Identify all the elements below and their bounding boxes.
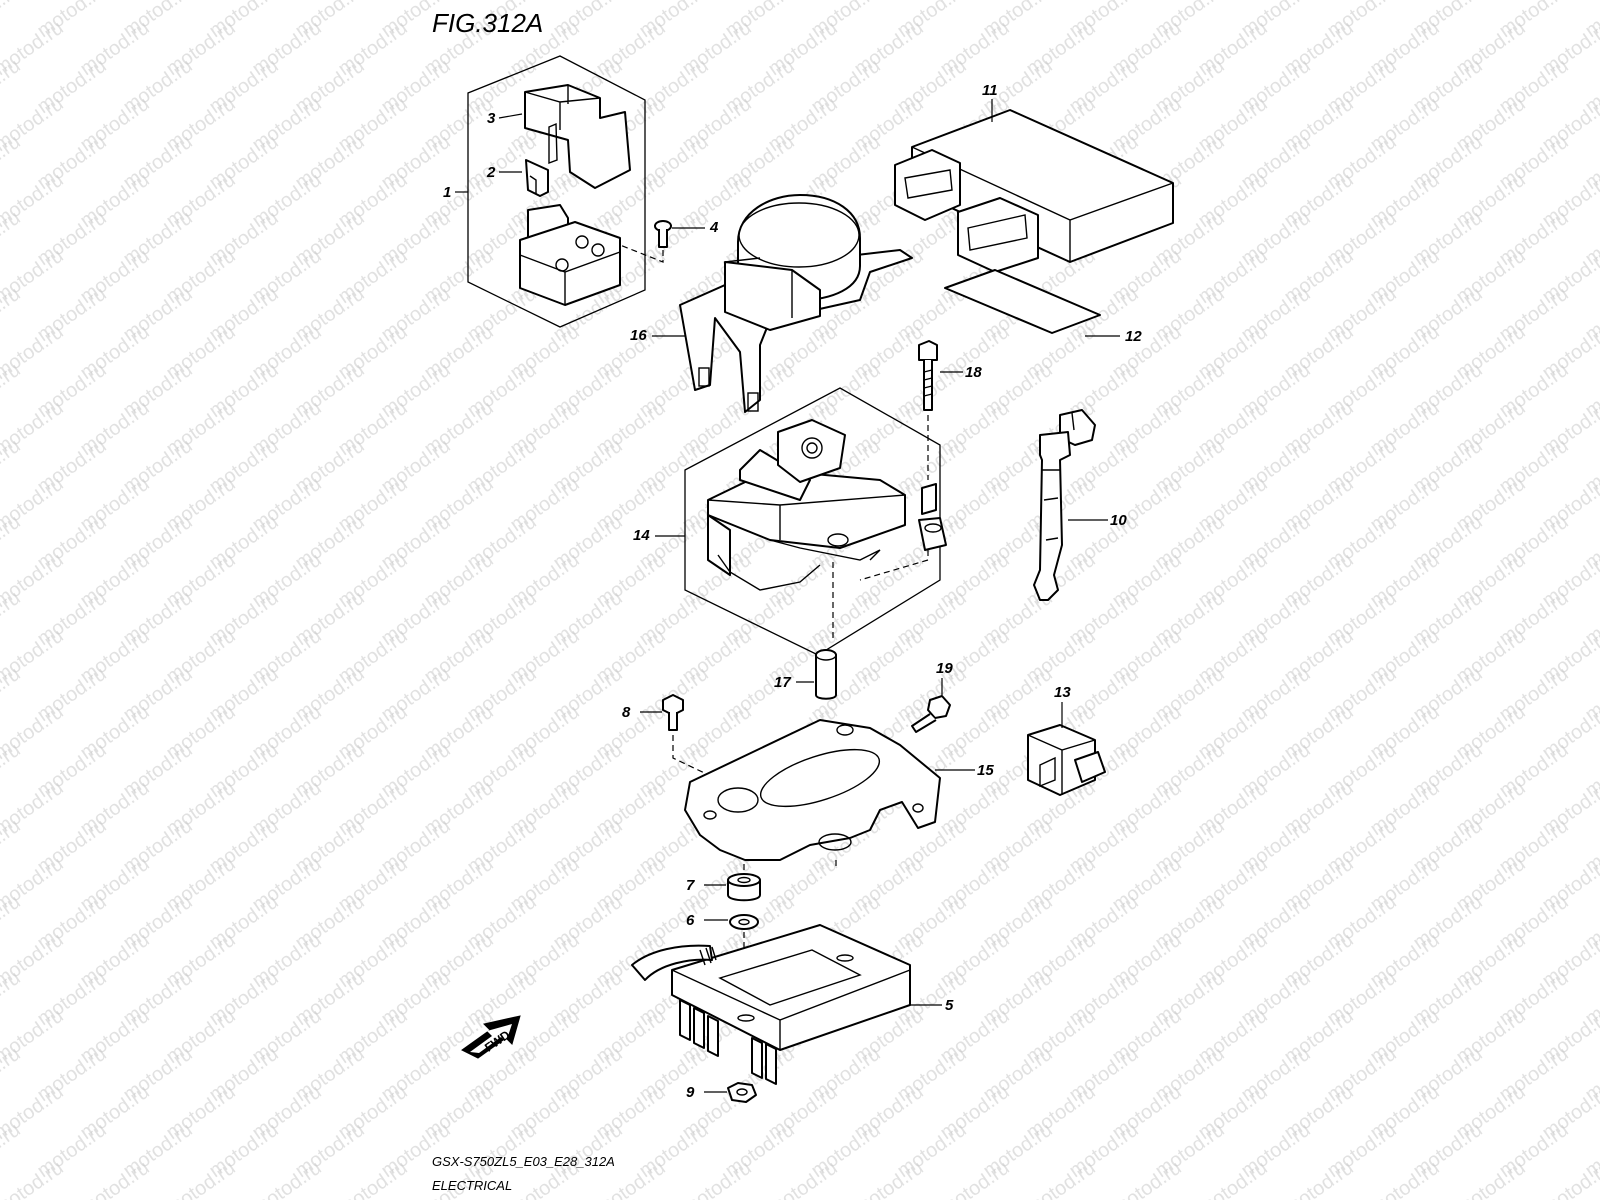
callout-label-14: 14 — [633, 527, 650, 544]
callout-label-3: 3 — [487, 110, 496, 127]
part-12-pad: 12 — [944, 269, 1142, 345]
part-8-bolt: 8 — [622, 694, 741, 791]
callout-label-2: 2 — [486, 164, 496, 181]
watermark-text: motod.ru — [162, 1157, 239, 1200]
section-title: ELECTRICAL — [432, 1178, 512, 1193]
callout-label-7: 7 — [686, 877, 695, 894]
part-5-regulator-rectifier: 5 — [631, 924, 954, 1085]
part-13-sensor-connector: 13 — [1027, 684, 1106, 796]
callout-label-17: 17 — [774, 674, 791, 691]
part-group-14: 14 — [633, 387, 947, 656]
callout-label-1: 1 — [443, 184, 451, 201]
part-17-spacer: 17 — [774, 649, 837, 700]
watermark-text: motod.ru — [936, 1157, 1013, 1200]
part-19-bolt: 19 — [911, 660, 953, 733]
part-4-screw: 4 — [619, 219, 719, 263]
watermark-text: motod.ru — [248, 1157, 325, 1200]
callout-label-6: 6 — [686, 912, 695, 929]
callout-label-8: 8 — [622, 704, 631, 721]
group-outline-1 — [467, 55, 646, 328]
watermark-text: motod.ru — [0, 1195, 25, 1200]
callout-label-13: 13 — [1054, 684, 1071, 701]
part-group-1: 1 2 3 — [443, 55, 646, 328]
part-2-fuse — [525, 159, 549, 197]
part-15-bracket: 15 — [684, 719, 994, 861]
callout-label-15: 15 — [977, 762, 994, 779]
watermark-text: motod.ru — [76, 1157, 153, 1200]
watermark-text: motod.ru — [334, 1157, 411, 1200]
watermark-text: motod.ru — [1108, 1157, 1185, 1200]
callout-label-16: 16 — [630, 327, 647, 344]
callout-label-19: 19 — [936, 660, 953, 677]
watermark-text: motod.ru — [1022, 1157, 1099, 1200]
callout-label-9: 9 — [686, 1084, 695, 1101]
watermark-text: motod.ru — [1280, 1157, 1357, 1200]
watermark-text: motod.ru — [1194, 1157, 1271, 1200]
part-16-ecm-holder: 16 — [630, 194, 913, 413]
part-11-ecm: 11 — [894, 82, 1174, 273]
callout-label-4: 4 — [709, 219, 719, 236]
watermark-text: motod.ru — [1366, 1157, 1443, 1200]
watermark-text: motod.ru — [764, 1157, 841, 1200]
watermark-text: motod.ru — [0, 0, 25, 42]
callout-label-5: 5 — [945, 997, 954, 1014]
watermark-text: motod.ru — [1452, 1157, 1529, 1200]
watermark-text: motod.ru — [678, 1157, 755, 1200]
callout-label-12: 12 — [1125, 328, 1142, 345]
model-code: GSX-S750ZL5_E03_E28_312A — [432, 1154, 615, 1169]
watermark-text: motod.ru — [850, 1157, 927, 1200]
part-3-relay-cover — [524, 84, 631, 189]
callout-label-18: 18 — [965, 364, 982, 381]
group-outline-14 — [684, 387, 941, 656]
part-9-nut: 9 — [686, 1082, 757, 1103]
callout-label-11: 11 — [982, 82, 998, 99]
callout-label-10: 10 — [1110, 512, 1127, 529]
part-7-cushion: 7 — [686, 860, 837, 902]
figure-title: FIG.312A — [432, 8, 543, 38]
part-1-relay-body — [519, 204, 621, 306]
part-10-ignition-coil: 10 — [1033, 409, 1127, 601]
part-18-bolt: 18 — [859, 340, 982, 581]
